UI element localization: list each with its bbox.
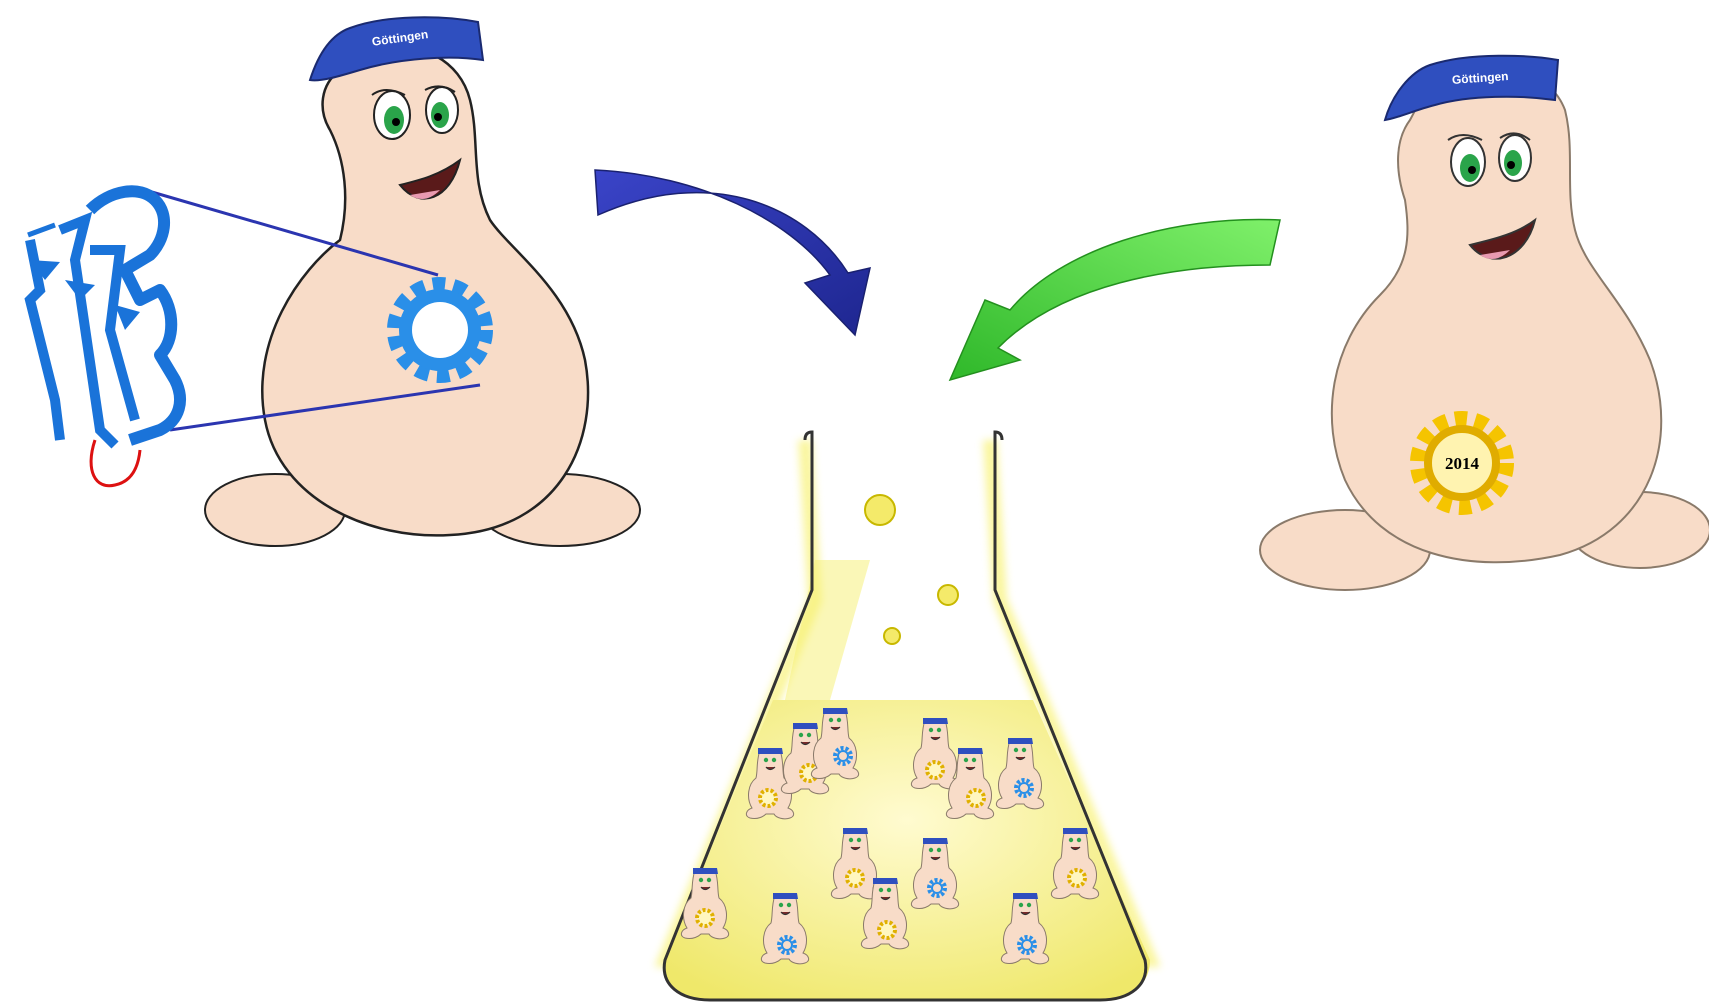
protein-ribbon-structure-icon [28, 191, 180, 485]
bubble [938, 585, 958, 605]
right-yeast-character: Göttingen 2014 [1260, 56, 1709, 590]
green-arrow-icon [950, 220, 1280, 380]
gear-badge-2014: 2014 [1445, 454, 1480, 473]
bubble [865, 495, 895, 525]
bubble [884, 628, 900, 644]
left-yeast-character: Göttingen [145, 17, 640, 546]
blue-arrow-icon [595, 170, 870, 335]
erlenmeyer-flask [664, 432, 1150, 1000]
